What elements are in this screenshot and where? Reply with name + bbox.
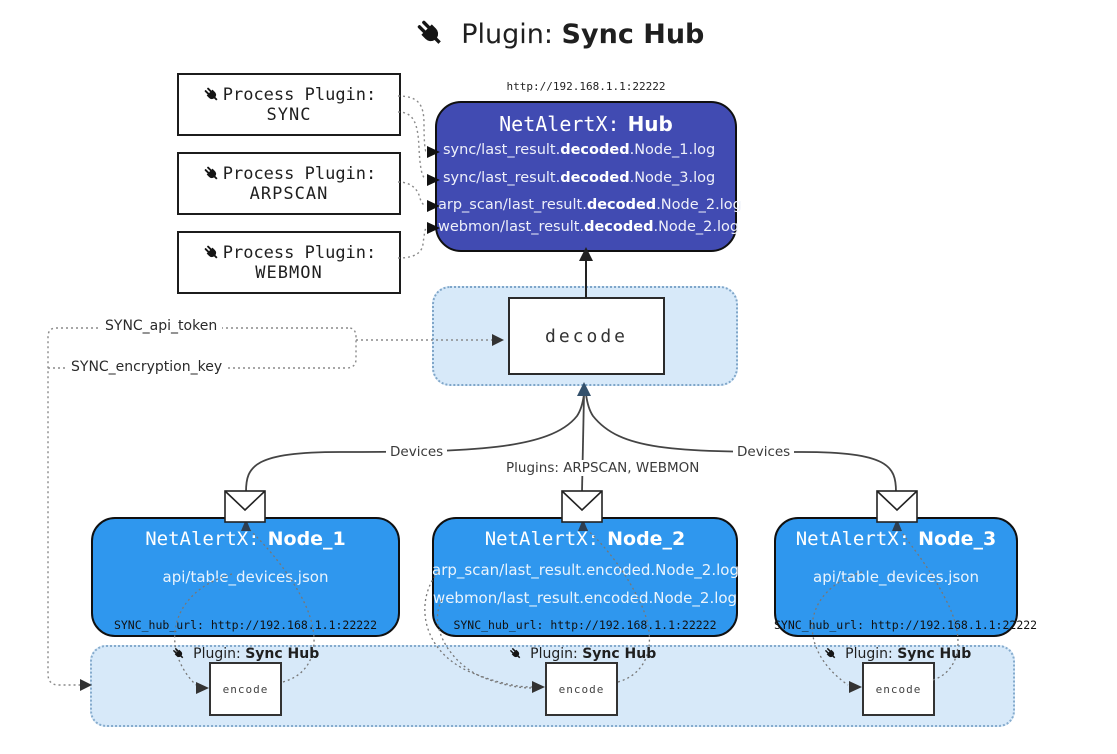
encode-box-3[interactable]: encode: [862, 662, 935, 716]
node-3-hub-url: SYNC_hub_url: http://192.168.1.1:22222: [774, 618, 1038, 632]
devices-label-right: Devices: [733, 444, 795, 460]
process-to-hub-edges: [397, 95, 427, 259]
node-1-title: NetAlertX:Node_1: [145, 528, 346, 550]
process-plugin-name: WEBMON: [255, 262, 323, 283]
hub-title: NetAlertX: Hub: [435, 112, 737, 136]
node-1-file: api/table_devices.json: [162, 568, 329, 586]
plug-icon: [413, 16, 447, 50]
node-2-hub-url: SYNC_hub_url: http://192.168.1.1:22222: [453, 618, 717, 632]
plug-icon: [202, 164, 221, 183]
node-3-title: NetAlertX:Node_3: [795, 528, 997, 550]
page-title: Plugin: Sync Hub: [0, 16, 1117, 50]
process-plugin-label: Process Plugin:: [222, 163, 377, 184]
process-plugin-label: Process Plugin:: [222, 84, 377, 105]
encode-box-2[interactable]: encode: [545, 662, 618, 716]
node-2-file: arp_scan/last_result.encoded.Node_2.log: [432, 561, 739, 579]
sync-encryption-key-label: SYNC_encryption_key: [66, 359, 228, 375]
hub-title-prefix: NetAlertX:: [499, 112, 620, 136]
hub-log-line: sync/last_result.decoded.Node_1.log: [443, 142, 716, 158]
node-3-file: api/table_devices.json: [813, 568, 979, 586]
process-plugin-webmon[interactable]: Process Plugin: WEBMON: [177, 231, 401, 294]
encode-section-2-label: Plugin: Sync Hub: [482, 646, 682, 662]
plug-icon: [171, 646, 186, 661]
decode-box[interactable]: decode: [508, 297, 665, 375]
plug-icon: [823, 646, 838, 661]
process-plugin-label: Process Plugin:: [222, 242, 377, 263]
node-to-decode-edges: [245, 393, 897, 493]
process-plugin-arpscan[interactable]: Process Plugin: ARPSCAN: [177, 152, 401, 215]
hub-log-line: sync/last_result.decoded.Node_3.log: [443, 170, 716, 186]
node-2-title: NetAlertX:Node_2: [484, 528, 686, 550]
node-2-file: webmon/last_result.encoded.Node_2.log: [432, 589, 738, 607]
sync-api-token-label: SYNC_api_token: [100, 318, 223, 334]
plug-icon: [202, 85, 221, 104]
plug-icon: [202, 243, 221, 262]
hub-title-name: Hub: [627, 112, 673, 136]
hub-box[interactable]: [435, 101, 737, 252]
devices-label-left: Devices: [386, 444, 448, 460]
title-prefix: Plugin:: [461, 19, 553, 50]
process-plugin-sync[interactable]: Process Plugin: SYNC: [177, 73, 401, 136]
node-1-hub-url: SYNC_hub_url: http://192.168.1.1:22222: [113, 618, 378, 632]
plug-icon: [508, 646, 523, 661]
encode-box-1[interactable]: encode: [209, 662, 282, 716]
hub-log-line: webmon/last_result.decoded.Node_2.log: [438, 219, 740, 235]
process-plugin-name: SYNC: [266, 104, 312, 125]
title-name: Sync Hub: [561, 19, 705, 50]
process-plugin-name: ARPSCAN: [249, 183, 329, 204]
hub-url: http://192.168.1.1:22222: [506, 80, 666, 93]
encode-section-1-label: Plugin: Sync Hub: [145, 646, 345, 662]
hub-log-line: arp_scan/last_result.decoded.Node_2.log: [438, 197, 742, 213]
decode-label: decode: [544, 325, 629, 347]
encode-section-3-label: Plugin: Sync Hub: [797, 646, 997, 662]
plugins-label-center: Plugins: ARPSCAN, WEBMON: [502, 460, 704, 476]
